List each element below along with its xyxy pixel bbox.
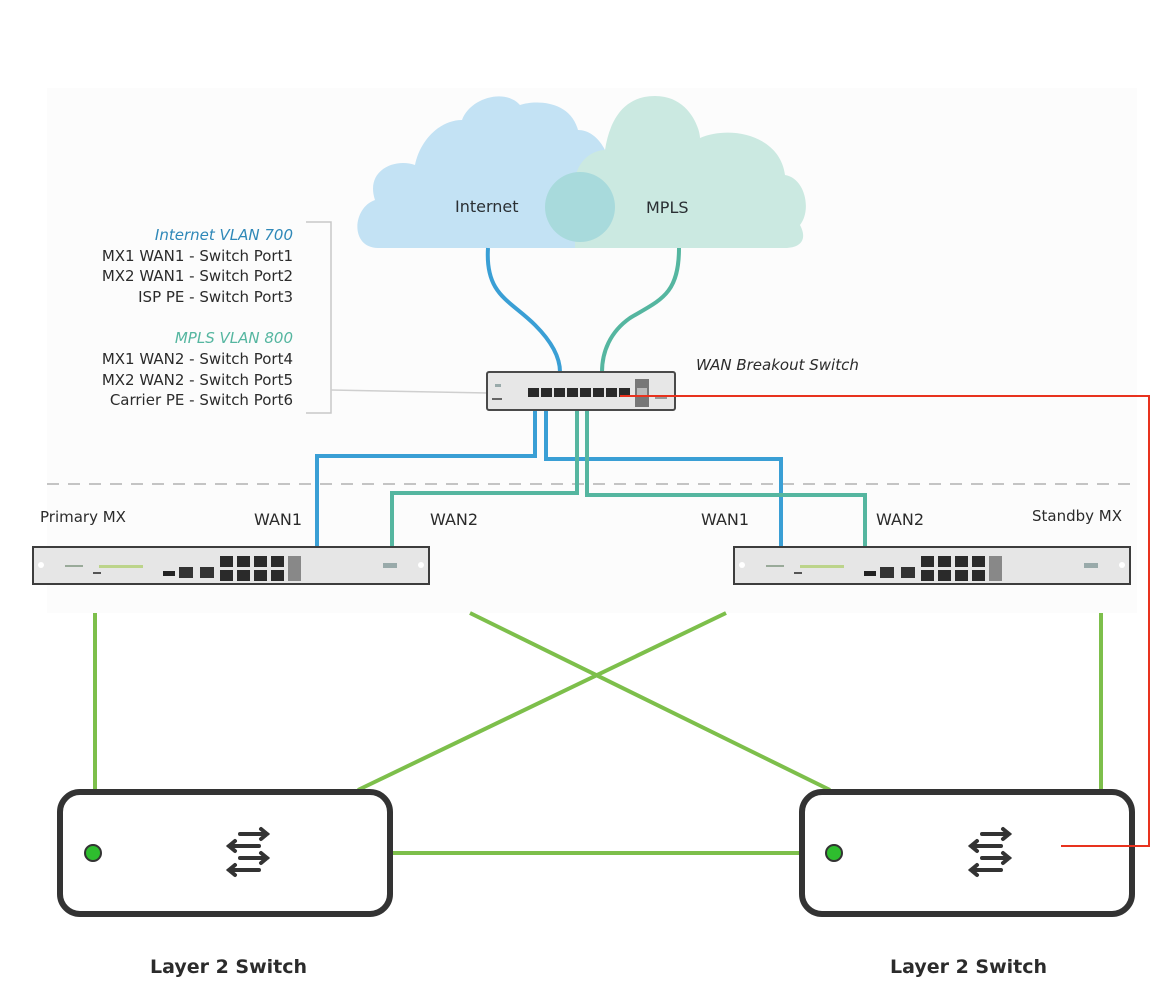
lan-port xyxy=(254,556,267,567)
bracket-leader-line xyxy=(330,389,489,394)
layer2-switch-left[interactable] xyxy=(57,789,393,917)
breakout-port-group xyxy=(528,388,630,397)
mx-port-leds xyxy=(99,565,143,568)
breakout-port xyxy=(541,388,552,397)
layer2-switch-right[interactable] xyxy=(799,789,1135,917)
breakout-port xyxy=(567,388,578,397)
breakout-port xyxy=(528,388,539,397)
vlan-legend-item: MX2 WAN2 - Switch Port5 xyxy=(101,370,293,389)
mx-port-leds xyxy=(800,565,844,568)
mx-status-leds xyxy=(766,565,784,567)
cloud-overlap xyxy=(545,172,615,242)
mgmt-port xyxy=(880,567,894,578)
mx2-wan2-cable xyxy=(585,410,867,548)
isp-cable xyxy=(485,247,562,373)
switch-arrows-icon xyxy=(967,827,1013,877)
lan-port xyxy=(938,570,951,581)
internet-port xyxy=(200,567,214,578)
lan-port xyxy=(921,570,934,581)
lan-link-primary-to-right-switch xyxy=(469,611,831,792)
lan-port xyxy=(972,570,985,581)
cisco-logo xyxy=(383,563,397,568)
usb-port xyxy=(163,571,175,576)
usb-port xyxy=(864,571,876,576)
sfp-port xyxy=(989,556,1002,581)
layer2-switch-left-label: Layer 2 Switch xyxy=(150,956,308,978)
primary-wan1-label: WAN1 xyxy=(254,510,303,529)
lan-port xyxy=(271,556,284,567)
vlan-legend-item: MX2 WAN1 - Switch Port2 xyxy=(101,267,293,286)
status-led-icon xyxy=(825,844,843,862)
vlan-bracket xyxy=(306,221,332,414)
internet-vlan-heading: Internet VLAN 700 xyxy=(154,226,293,244)
mpls-vlan-heading: MPLS VLAN 800 xyxy=(174,329,293,348)
lan-link-standby-to-left-switch xyxy=(357,611,727,792)
mx1-wan2-cable xyxy=(390,410,579,548)
lan-port xyxy=(220,556,233,567)
wan-breakout-switch[interactable] xyxy=(486,371,676,411)
mx2-wan1-cable xyxy=(544,410,783,548)
lan-port xyxy=(271,570,284,581)
lan-port xyxy=(237,556,250,567)
primary-mx-appliance[interactable] xyxy=(32,546,430,585)
lan-port xyxy=(254,570,267,581)
lan-port xyxy=(955,570,968,581)
primary-mx-label: Primary MX xyxy=(40,508,126,526)
breakout-port xyxy=(580,388,591,397)
cisco-logo xyxy=(1084,563,1098,568)
switch-arrows-icon xyxy=(225,827,271,877)
lan-port xyxy=(938,556,951,567)
carrier-cable xyxy=(600,247,681,373)
mx-status-leds xyxy=(65,565,83,567)
primary-wan2-label: WAN2 xyxy=(430,510,479,529)
lan-port xyxy=(921,556,934,567)
breakout-port xyxy=(606,388,617,397)
internet-cloud-label: Internet xyxy=(455,197,519,216)
mx1-wan1-cable xyxy=(315,410,537,548)
annotation-connector-line xyxy=(620,395,1150,847)
mpls-cloud-label: MPLS xyxy=(646,198,689,217)
breakout-port xyxy=(554,388,565,397)
vlan-legend-item: Carrier PE - Switch Port6 xyxy=(109,391,293,410)
lan-port xyxy=(237,570,250,581)
standby-mx-appliance[interactable] xyxy=(733,546,1131,585)
status-led-icon xyxy=(84,844,102,862)
breakout-port xyxy=(593,388,604,397)
sfp-port xyxy=(288,556,301,581)
standby-wan1-label: WAN1 xyxy=(701,510,750,529)
lan-port xyxy=(955,556,968,567)
mpls-cloud xyxy=(574,96,806,248)
internet-port xyxy=(901,567,915,578)
mgmt-port xyxy=(179,567,193,578)
layer2-switch-right-label: Layer 2 Switch xyxy=(890,956,1048,978)
vlan-legend-item: MX1 WAN1 - Switch Port1 xyxy=(101,246,293,265)
vlan-legend-item: MX1 WAN2 - Switch Port4 xyxy=(101,349,293,368)
breakout-switch-label: WAN Breakout Switch xyxy=(696,356,859,374)
vlan-legend-item: ISP PE - Switch Port3 xyxy=(138,287,293,306)
standby-wan2-label: WAN2 xyxy=(876,510,925,529)
standby-mx-label: Standby MX xyxy=(1032,507,1123,525)
breakout-port xyxy=(619,388,630,397)
lan-port xyxy=(220,570,233,581)
lan-port xyxy=(972,556,985,567)
vlan-legend: Internet VLAN 700 MX1 WAN1 - Switch Port… xyxy=(60,225,293,411)
